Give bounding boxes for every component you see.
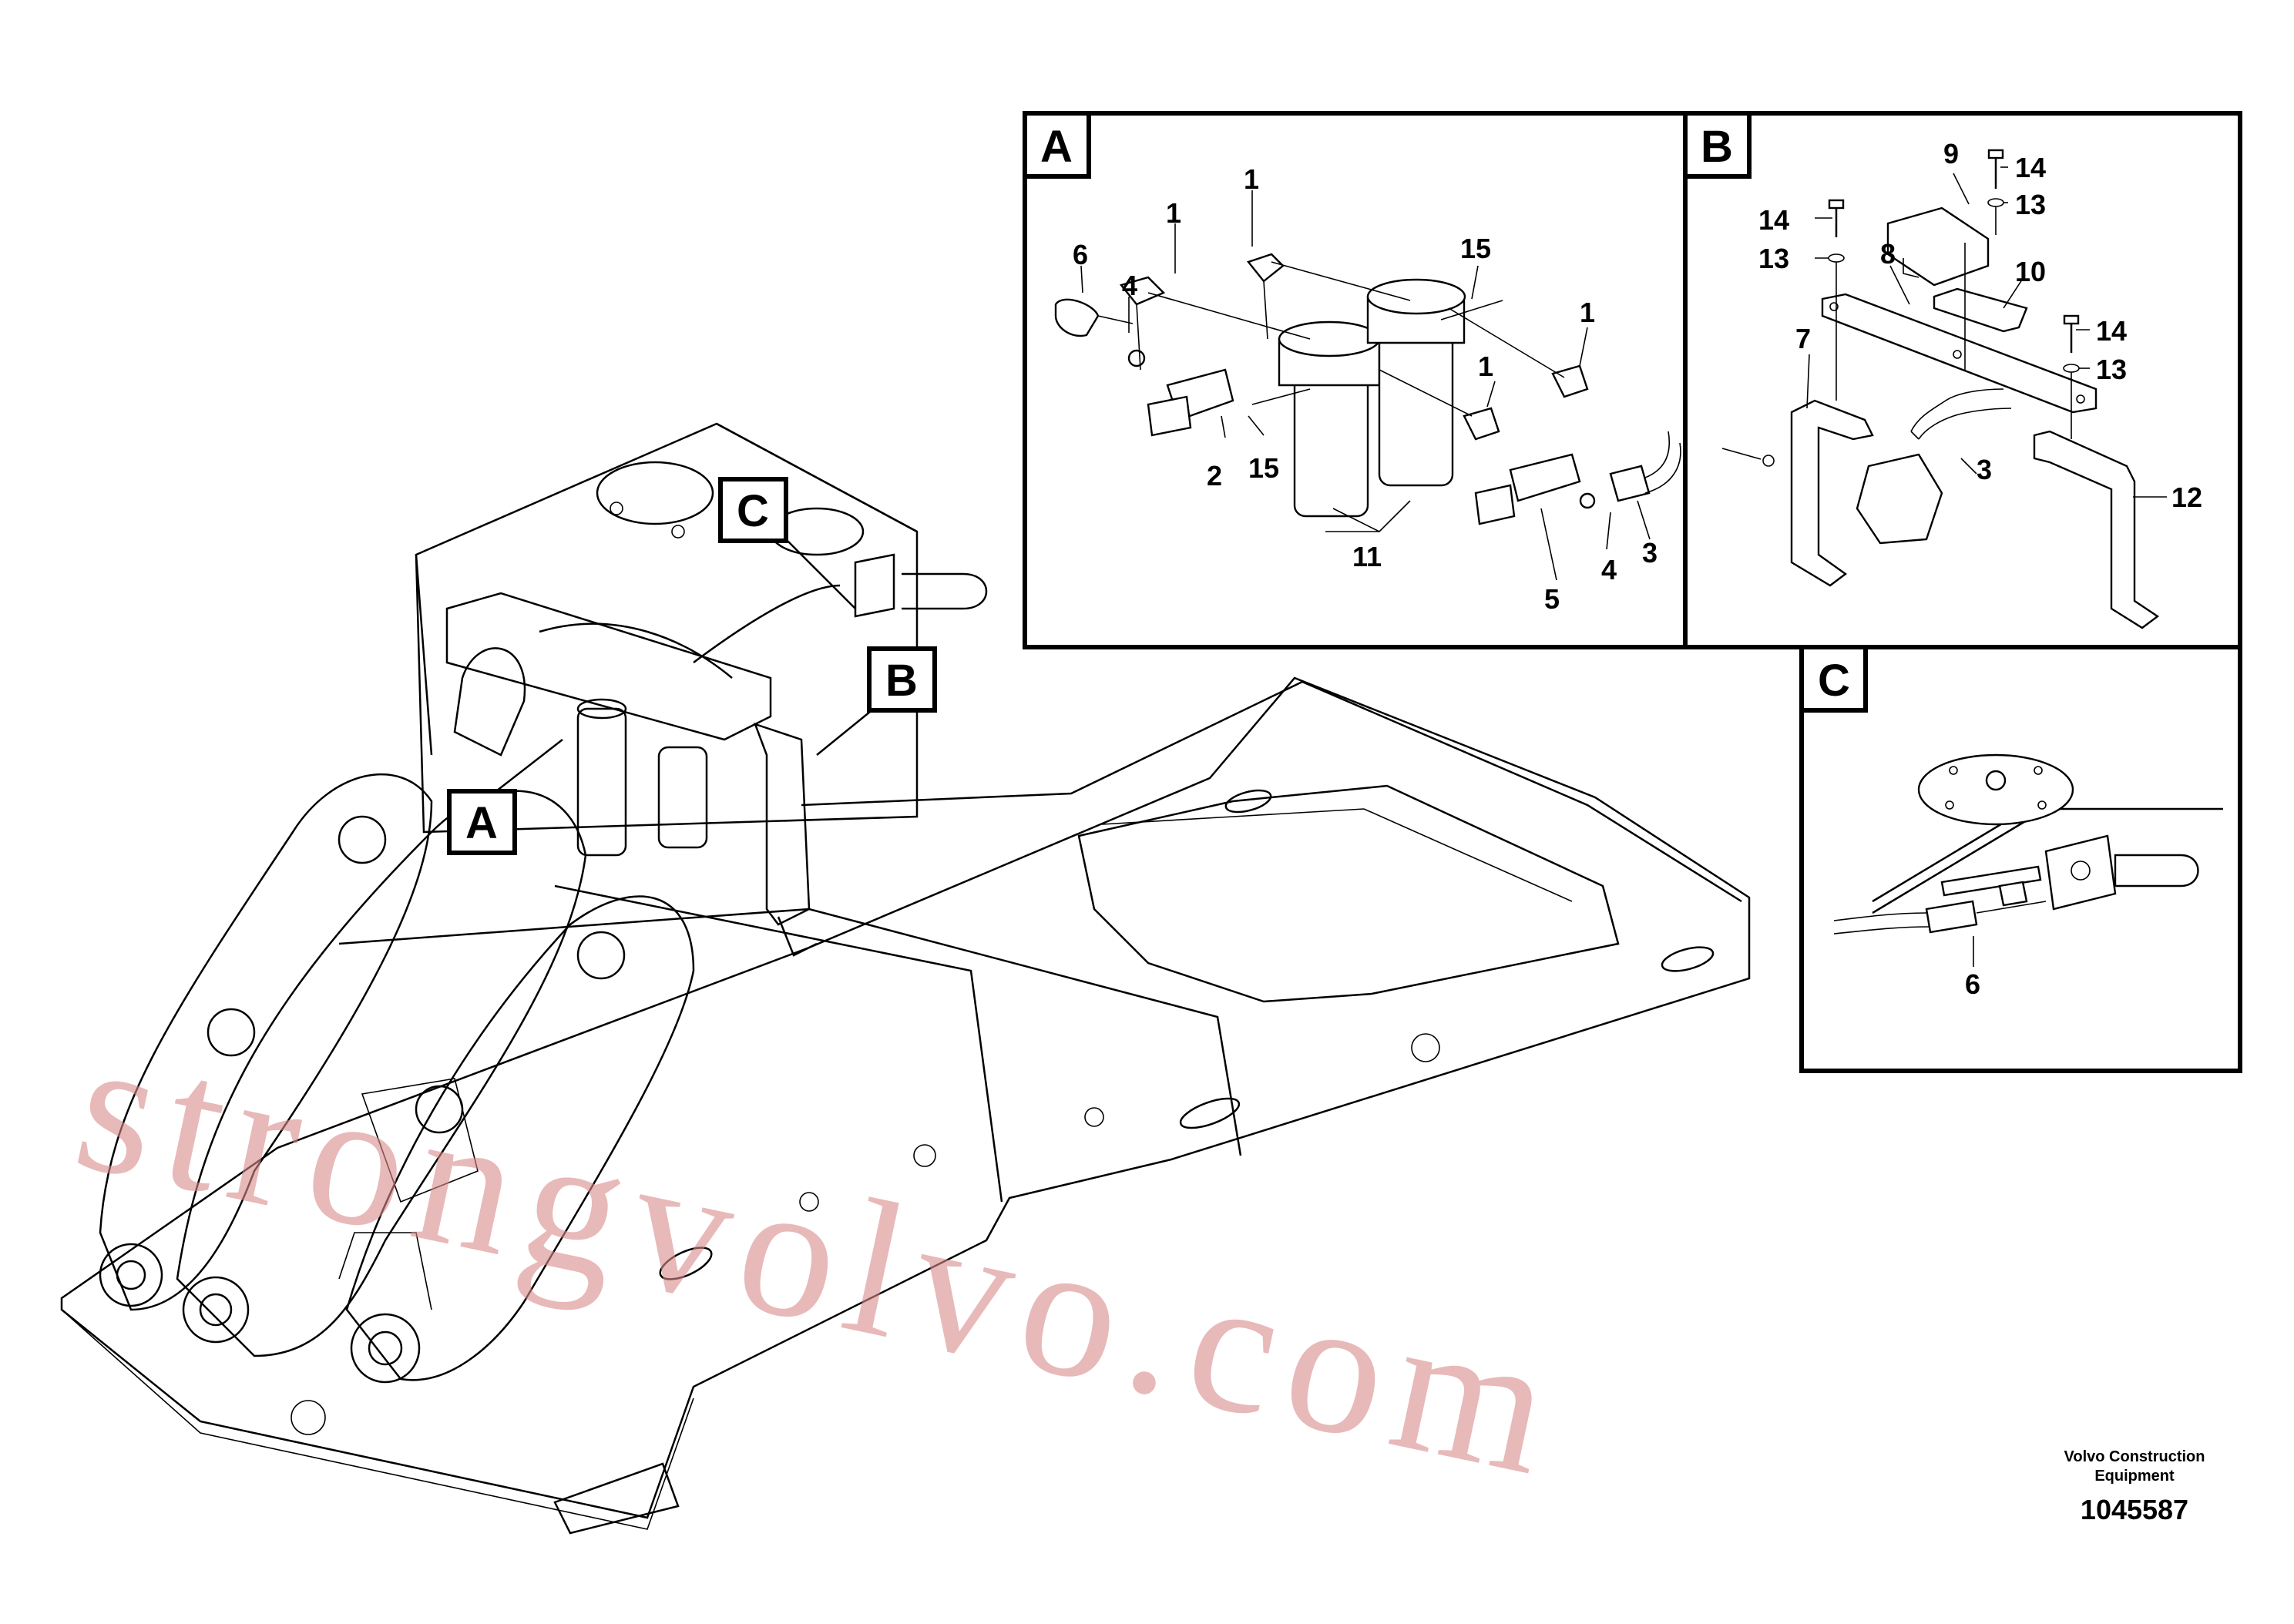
- panel-b-label: 13: [1758, 243, 1789, 274]
- panel-b-label: 14: [1758, 204, 1789, 236]
- bolt-icon: [2063, 314, 2080, 353]
- panel-b-label: 14: [2015, 152, 2046, 183]
- panel-a-label: 15: [1460, 233, 1491, 264]
- callout-c: C: [718, 477, 856, 609]
- svg-text:C: C: [737, 486, 769, 536]
- company-name-line2: Equipment: [2094, 1468, 2175, 1485]
- panel-b-label: 12: [2171, 481, 2202, 513]
- panel-a-label: 1: [1244, 163, 1259, 195]
- panel-a-label: 1: [1478, 351, 1493, 382]
- panel-b-label: 8: [1880, 238, 1896, 270]
- callout-a: A: [447, 739, 563, 855]
- svg-text:A: A: [465, 798, 498, 848]
- panel-b-letter: B: [1701, 122, 1733, 172]
- panel-c-letter: C: [1818, 656, 1850, 706]
- panel-a-label: 5: [1544, 583, 1560, 615]
- panel-b-label: 10: [2015, 256, 2046, 287]
- panel-b-label: 9: [1943, 138, 1959, 169]
- detail-panel-c: C 6: [1799, 645, 2242, 1073]
- svg-text:B: B: [885, 656, 918, 706]
- panel-b-label: 13: [2096, 354, 2127, 385]
- detail-panel-b: B: [1683, 111, 2242, 649]
- drawing-number: 1045587: [2081, 1494, 2188, 1525]
- panel-c-label: 6: [1965, 968, 1980, 1000]
- panel-a-label: 11: [1352, 541, 1382, 572]
- detail-panel-a: A: [1023, 111, 1688, 649]
- panel-a-label: 2: [1207, 460, 1222, 492]
- panel-a-letter: A: [1040, 122, 1073, 172]
- panel-b-label: 7: [1795, 323, 1811, 354]
- panel-b-label: 13: [2015, 189, 2046, 220]
- title-block: Volvo Construction Equipment 1045587: [2064, 1448, 2205, 1525]
- callout-b: B: [816, 646, 937, 756]
- panel-a-label: 15: [1248, 452, 1279, 484]
- panel-a-label: 4: [1122, 270, 1137, 301]
- panel-b-label: 3: [1977, 454, 1992, 485]
- panel-a-label: 1: [1580, 297, 1595, 328]
- panel-a-label: 6: [1073, 239, 1088, 270]
- bolt-icon: [1828, 199, 1845, 237]
- panel-a-label: 3: [1642, 537, 1658, 569]
- panel-a-label: 1: [1166, 197, 1181, 229]
- company-name-line1: Volvo Construction: [2064, 1448, 2205, 1465]
- panel-a-label: 4: [1601, 554, 1617, 586]
- panel-b-label: 14: [2096, 315, 2127, 347]
- bolt-icon: [1987, 149, 2004, 189]
